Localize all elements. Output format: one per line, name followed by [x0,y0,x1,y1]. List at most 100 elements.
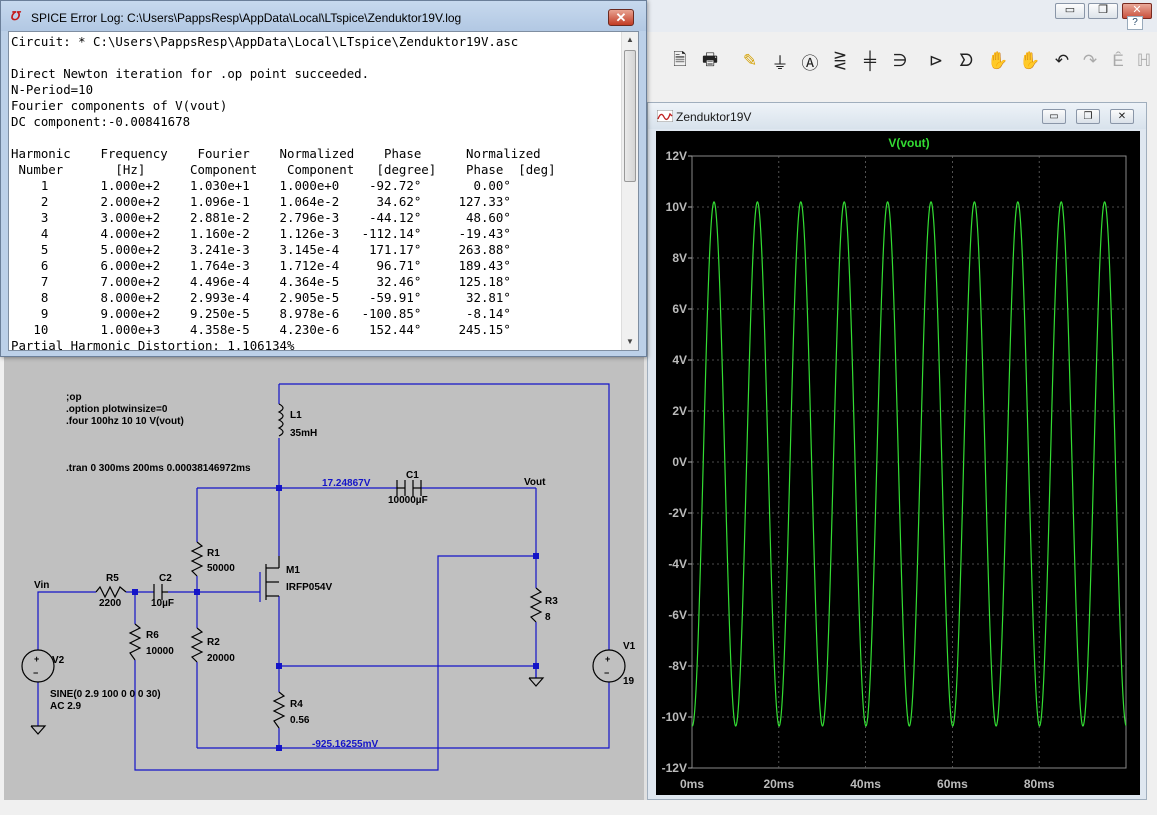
r1-name[interactable]: R1 [207,548,220,559]
v1-value[interactable]: 19 [623,676,635,687]
l1-value[interactable]: 35mH [290,428,317,439]
print-preview-icon[interactable]: 🗎 [673,49,687,69]
waveform-icon [657,110,673,122]
c1-name[interactable]: C1 [406,470,419,481]
app-minimize-button[interactable]: ▭ [1055,3,1085,19]
log-line: 6 6.000e+2 1.764e-3 1.712e-4 96.71° 189.… [11,258,511,273]
log-line: Partial Harmonic Distortion: 1.106134% [11,338,295,351]
x-tick-label: 0ms [680,777,704,791]
r3-value[interactable]: 8 [545,612,551,623]
waveform-minimize-button[interactable]: ▭ [1042,109,1066,124]
help-icon[interactable]: ? [1127,16,1143,30]
svg-text:−: − [604,668,609,678]
m1-name[interactable]: M1 [286,565,300,576]
log-line: N-Period=10 [11,82,94,97]
r4-name[interactable]: R4 [290,699,303,710]
component-icon[interactable]: ᗤ [958,51,974,70]
log-line: 3 3.000e+2 2.881e-2 2.796e-3 -44.12° 48.… [11,210,511,225]
error-log-window[interactable]: ℧ SPICE Error Log: C:\Users\PappsResp\Ap… [0,0,647,357]
drag-hand-icon[interactable]: ✋ [1019,51,1041,70]
error-log-scrollbar[interactable]: ▲ ▼ [621,32,638,350]
y-tick-label: 6V [672,302,687,316]
undo-icon[interactable]: ↶ [1054,51,1070,70]
r2-value[interactable]: 20000 [207,653,235,664]
r1-value[interactable]: 50000 [207,563,235,574]
log-line: 5 5.000e+2 3.241e-3 3.145e-4 171.17° 263… [11,242,511,257]
inductor-icon[interactable]: ∋ [892,51,908,70]
scroll-up-icon[interactable]: ▲ [626,35,634,44]
v2-value[interactable]: SINE(0 2.9 100 0 0 0 30) [50,689,161,700]
pencil-icon[interactable]: ✎ [742,51,758,70]
ltspice-logo-icon: ℧ [10,9,20,23]
diode-icon[interactable]: ⊳ [928,51,944,70]
y-tick-label: -12V [662,761,687,775]
print-icon[interactable]: 🖶 [701,49,719,69]
option-directive[interactable]: .option plotwinsize=0 [66,404,168,415]
error-log-titlebar[interactable]: ℧ SPICE Error Log: C:\Users\PappsResp\Ap… [1,1,646,31]
y-tick-label: -4V [668,557,687,571]
series-vout-line [691,201,1127,727]
r5-name[interactable]: R5 [106,573,119,584]
r6-value[interactable]: 10000 [146,646,174,657]
tran-directive[interactable]: .tran 0 300ms 200ms 0.00038146972ms [66,463,251,474]
waveform-titlebar[interactable]: Zenduktor19V ▭ ❐ ✕ [648,103,1146,129]
y-tick-label: 12V [666,149,687,163]
c2-value[interactable]: 10µF [151,598,174,609]
vout-net-label[interactable]: Vout [524,477,546,488]
x-tick-label: 20ms [763,777,794,791]
schematic-canvas[interactable]: + − + − ;op .option plotwinsize=0 .four … [0,356,652,800]
error-log-text-area[interactable]: Circuit: * C:\Users\PappsResp\AppData\Lo… [8,31,639,351]
v2-name[interactable]: V2 [52,655,65,666]
y-tick-label: -10V [662,710,687,724]
y-tick-label: -2V [668,506,687,520]
move-hand-icon[interactable]: ✋ [987,51,1009,70]
log-line: Direct Newton iteration for .op point su… [11,66,370,81]
y-tick-label: 0V [672,455,687,469]
v2-ac[interactable]: AC 2.9 [50,701,82,712]
error-log-close-button[interactable]: ✕ [608,9,634,26]
capacitor-icon[interactable]: ╪ [863,51,877,70]
four-directive[interactable]: .four 100hz 10 10 V(vout) [66,416,184,427]
label-icon[interactable]: Ⓐ [801,53,819,73]
ground-icon[interactable]: ⏚ [771,53,789,73]
x-tick-label: 60ms [937,777,968,791]
scroll-thumb[interactable] [624,50,636,182]
r6-name[interactable]: R6 [146,630,159,641]
chart-title[interactable]: V(vout) [888,136,929,150]
vin-net-label[interactable]: Vin [34,580,49,591]
r4-value[interactable]: 0.56 [290,715,310,726]
l1-name[interactable]: L1 [290,410,302,421]
components [21,403,626,735]
svg-text:−: − [33,668,38,678]
log-line: Harmonic Frequency Fourier Normalized Ph… [11,146,541,161]
log-line: 7 7.000e+2 4.496e-4 4.364e-5 32.46° 125.… [11,274,511,289]
waveform-close-button[interactable]: ✕ [1110,109,1134,124]
right-edge [1147,82,1157,802]
text-icon[interactable]: Ê [1112,51,1124,70]
waveform-restore-button[interactable]: ❐ [1076,109,1100,124]
m1-value[interactable]: IRFP054V [286,582,332,593]
c2-name[interactable]: C2 [159,573,172,584]
log-line: 2 2.000e+2 1.096e-1 1.064e-2 34.62° 127.… [11,194,511,209]
spice-directive-icon[interactable]: ℍ [1136,51,1152,70]
c1-value[interactable]: 10000µF [388,495,428,506]
y-tick-label: -8V [668,659,687,673]
redo-icon[interactable]: ↷ [1082,51,1098,70]
resistor-icon[interactable]: ⋛ [832,51,848,70]
app-restore-button[interactable]: ❐ [1088,3,1118,19]
junctions [132,485,539,751]
r2-name[interactable]: R2 [207,637,220,648]
r3-name[interactable]: R3 [545,596,558,607]
scroll-down-icon[interactable]: ▼ [626,337,634,346]
op-directive[interactable]: ;op [66,392,82,403]
log-line: Fourier components of V(vout) [11,98,228,113]
error-log-text: Circuit: * C:\Users\PappsResp\AppData\Lo… [11,34,556,351]
r5-value[interactable]: 2200 [99,598,122,609]
v1-name[interactable]: V1 [623,641,636,652]
log-line: DC component:-0.00841678 [11,114,191,129]
x-tick-label: 40ms [850,777,881,791]
